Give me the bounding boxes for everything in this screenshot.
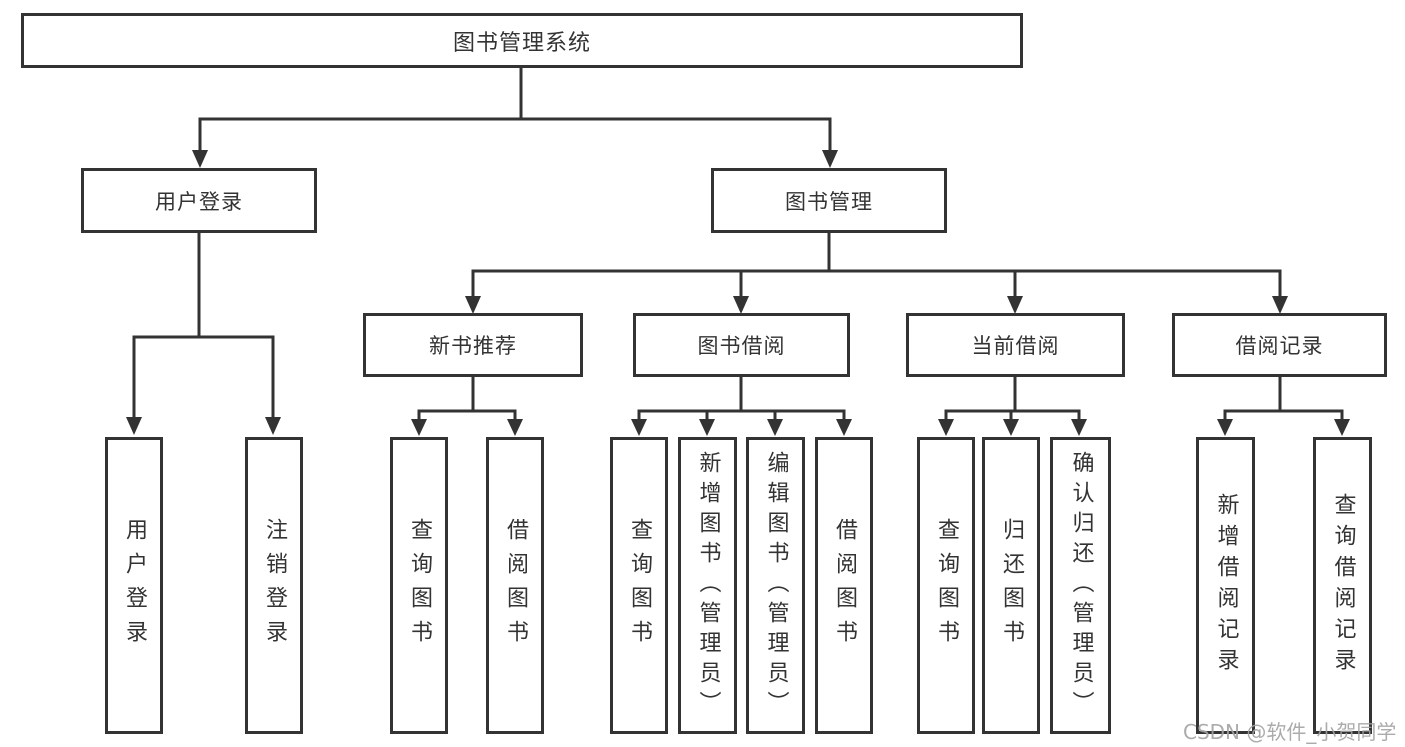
node-label: 新增图书（管理员） bbox=[695, 450, 721, 721]
node-label: 新书推荐 bbox=[429, 334, 517, 358]
node-label: 查询图书 bbox=[407, 517, 432, 654]
node-label: 图书管理系统 bbox=[452, 30, 591, 56]
node-user-login: 用户登录 bbox=[81, 168, 317, 233]
leaf-add-book-admin: 新增图书（管理员） bbox=[678, 437, 737, 734]
leaf-query-books-current: 查询图书 bbox=[917, 437, 975, 734]
leaf-edit-book-admin: 编辑图书（管理员） bbox=[746, 437, 805, 734]
node-label: 查询图书 bbox=[627, 517, 652, 654]
node-label: 确认归还（管理员） bbox=[1068, 450, 1094, 721]
leaf-borrow-books-recommend: 借阅图书 bbox=[486, 437, 544, 734]
node-label: 编辑图书（管理员） bbox=[763, 450, 789, 721]
node-book-borrowing: 图书借阅 bbox=[633, 313, 850, 377]
leaf-confirm-return-admin: 确认归还（管理员） bbox=[1050, 437, 1111, 734]
node-label: 图书管理 bbox=[785, 189, 873, 214]
node-label: 新增借阅记录 bbox=[1213, 492, 1239, 679]
leaf-borrow-books: 借阅图书 bbox=[815, 437, 873, 734]
leaf-add-borrow-record: 新增借阅记录 bbox=[1196, 437, 1255, 734]
node-label: 查询借阅记录 bbox=[1330, 492, 1356, 679]
node-library-management-system: 图书管理系统 bbox=[21, 13, 1023, 68]
node-label: 用户登录 bbox=[155, 189, 243, 214]
node-new-book-recommendation: 新书推荐 bbox=[363, 313, 583, 377]
node-current-borrowing: 当前借阅 bbox=[906, 313, 1125, 377]
watermark: CSDN @软件_小贺同学 bbox=[1183, 720, 1397, 744]
node-label: 当前借阅 bbox=[971, 334, 1060, 358]
leaf-query-books-borrowing: 查询图书 bbox=[610, 437, 668, 734]
node-label: 借阅图书 bbox=[832, 517, 857, 654]
node-label: 归还图书 bbox=[999, 517, 1024, 654]
node-label: 借阅图书 bbox=[503, 517, 528, 654]
node-borrowing-records: 借阅记录 bbox=[1172, 313, 1387, 377]
leaf-query-books-recommend: 查询图书 bbox=[390, 437, 448, 734]
node-label: 用户登录 bbox=[122, 517, 147, 654]
node-label: 图书借阅 bbox=[697, 334, 786, 358]
leaf-logout: 注销登录 bbox=[245, 437, 303, 734]
leaf-return-book: 归还图书 bbox=[982, 437, 1040, 734]
node-label: 查询图书 bbox=[934, 517, 959, 654]
node-book-management: 图书管理 bbox=[711, 168, 947, 233]
leaf-user-login: 用户登录 bbox=[105, 437, 163, 734]
node-label: 借阅记录 bbox=[1235, 334, 1324, 358]
leaf-query-borrow-record: 查询借阅记录 bbox=[1313, 437, 1372, 734]
node-label: 注销登录 bbox=[262, 517, 287, 654]
